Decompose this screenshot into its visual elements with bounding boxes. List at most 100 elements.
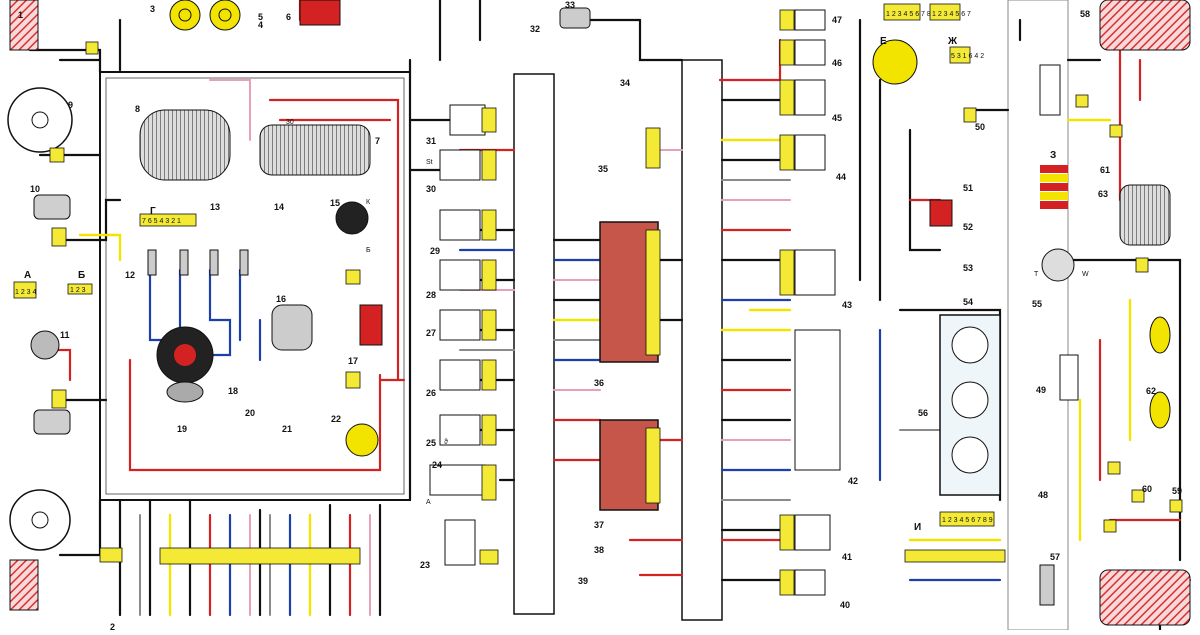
connector [481,464,497,501]
component-number-label: 21 [282,424,292,434]
horn-component-lower [33,409,71,435]
connector-group [13,3,1183,596]
switch-block-42 [794,329,841,471]
connector [779,39,795,66]
gauge-upper [951,326,989,364]
component-number-label: 29 [430,246,440,256]
component-number-label: 40 [840,600,850,610]
component-number-label: 24 [432,460,442,470]
relay-43 [794,249,836,296]
brake-sensor [345,423,379,457]
right-relay-column [794,9,841,596]
component-number-label: 13 [210,202,220,212]
group-letter-label: Г [150,206,156,217]
wire [1066,258,1182,562]
rear-lamp-top [1099,0,1191,51]
connector [779,9,795,31]
component-number-label: 56 [918,408,928,418]
component-number-label: 60 [1142,484,1152,494]
component-number-label: 20 [245,408,255,418]
component-number-label: 61 [1100,165,1110,175]
component-number-label: 3 [150,4,155,14]
component-number-label: 63 [1098,189,1108,199]
component-number-label: 36 [594,378,604,388]
component-32 [559,7,591,29]
horn-component [33,194,71,220]
ignition-coil [335,201,369,235]
connector [779,249,795,296]
component-number-label: 31 [426,136,436,146]
rear-lamp-bottom [1099,569,1191,626]
connector-strip [159,547,361,565]
speaker-left-cone [178,8,192,22]
relay-26 [439,359,481,391]
terminal-letter-label: 30 [286,119,294,126]
component-number-label: 30 [426,184,436,194]
component-number-label: 47 [832,15,842,25]
relay-17 [359,304,383,346]
spark-plug [147,249,157,276]
component-number-label: 1 [18,10,23,20]
connector-pin-codes: 1 2 3 4 [15,289,37,296]
component-number-label: 33 [565,0,575,10]
connector [49,147,65,163]
component-number-label: 39 [578,576,588,586]
connector [779,134,795,171]
component-23 [444,519,476,566]
component-number-label: 7 [375,136,380,146]
component-number-label: 35 [598,164,608,174]
relay-30 [439,149,481,181]
fuel-sensor [1041,248,1075,282]
component-number-label: 16 [276,294,286,304]
relay-44 [794,134,826,171]
spark-plug [209,249,219,276]
relay-27 [439,309,481,341]
connector [481,149,497,181]
component-number-label: 62 [1146,386,1156,396]
terminal-letter-label: W [1082,271,1089,278]
connector-e-block [883,3,921,21]
gray-wires [139,179,961,616]
component-number-label: 26 [426,388,436,398]
wire [209,79,251,141]
left-front-lamp-lower [9,559,39,611]
connector [481,359,497,391]
wire [78,233,122,262]
component-number-label: 19 [177,424,187,434]
component-number-label: 45 [832,113,842,123]
relay-25 [439,414,481,446]
gauge-lower [951,436,989,474]
component-number-label: 48 [1038,490,1048,500]
group-letter-label: Б [78,270,85,281]
component-number-label: 38 [594,545,604,555]
lamp-62-upper [1149,316,1171,354]
relay-29 [439,209,481,241]
component-number-label: 8 [135,104,140,114]
headlight-circle [7,87,73,153]
component-number-label: 57 [1050,552,1060,562]
z-stripe [1040,192,1068,200]
component-number-label: 18 [228,386,238,396]
component-number-label: 49 [1036,385,1046,395]
left-front-lamp [9,0,39,51]
connector-pin-codes: 1 2 3 [70,287,86,294]
speaker-right [209,0,241,31]
horn-signal [30,330,60,360]
relay-47 [794,9,826,31]
connector [51,227,67,247]
connector [645,427,661,504]
connector-z-block [1040,165,1068,209]
component-number-label: 15 [330,198,340,208]
wire [718,38,782,82]
connector [1103,519,1117,533]
wire [908,128,942,252]
alternator [139,109,231,181]
wire [128,358,382,472]
component-number-label: 27 [426,328,436,338]
connector [779,514,795,551]
terminal-letter-label: St [426,159,433,166]
wiper-motor-rear [1119,184,1171,246]
wire [268,98,400,382]
connector [1109,124,1123,138]
